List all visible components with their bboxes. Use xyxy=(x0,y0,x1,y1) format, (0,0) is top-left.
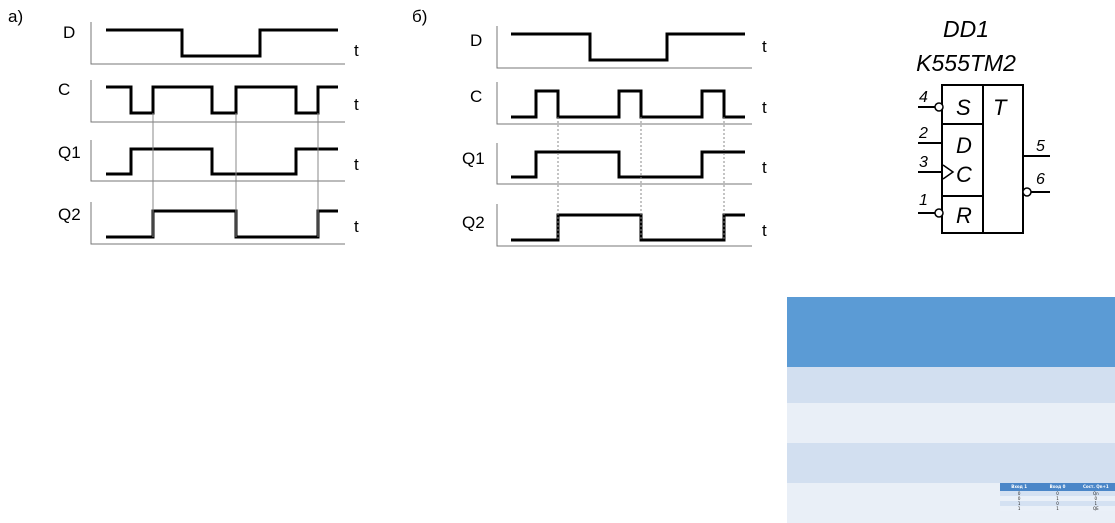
pin-6-number: 6 xyxy=(1036,171,1045,188)
panel-b-d-axis xyxy=(496,26,752,69)
pin-3-number: 3 xyxy=(919,154,928,171)
panel-b-c-waveform xyxy=(511,89,745,119)
pin-1-inversion-bubble xyxy=(934,208,944,218)
pin-4-number: 4 xyxy=(919,89,928,106)
panel-b-d-waveform xyxy=(511,32,745,62)
table-row: 1 0 1 xyxy=(1000,501,1115,506)
pin-4-inversion-bubble xyxy=(934,102,944,112)
table-cell: Qn xyxy=(1076,491,1115,496)
mini-truth-table: Вход 1 Вход 0 Сост. Qn+1 0 0 Qn 0 1 0 1 … xyxy=(1000,483,1115,511)
mini-table-header: Вход 1 xyxy=(1000,483,1039,491)
mini-table-header: Вход 0 xyxy=(1038,483,1077,491)
panel-a-q1-label: Q1 xyxy=(58,143,81,162)
panel-a-q2-waveform xyxy=(106,209,338,239)
table-cell: 1 xyxy=(1038,506,1077,511)
panel-b-q1-axis xyxy=(496,143,752,185)
chip-input-c-name: C xyxy=(956,162,972,187)
pin-1-number: 1 xyxy=(919,192,928,209)
table-row: 0 0 Qn xyxy=(1000,491,1115,496)
table-cell: 0 xyxy=(1000,496,1039,501)
panel-a-d-waveform xyxy=(106,28,338,58)
panel-b-q2-waveform xyxy=(511,213,745,242)
panel-b-q1-label: Q1 xyxy=(462,149,485,168)
truth-table-header-band xyxy=(787,297,1115,367)
panel-b-c-t-label: t xyxy=(762,98,767,117)
panel-b-d-label: D xyxy=(470,31,482,50)
chip-type-label: T xyxy=(993,95,1008,120)
panel-a-label: а) xyxy=(8,7,23,26)
panel-a-c-axis xyxy=(90,80,345,123)
table-cell: 0 xyxy=(1038,501,1077,506)
table-row: 0 1 0 xyxy=(1000,496,1115,501)
panel-a-d-axis xyxy=(90,22,345,65)
pin-5-number: 5 xyxy=(1036,138,1045,155)
table-cell: 0 xyxy=(1076,496,1115,501)
panel-a: а) D C Q1 Q2 t t t t xyxy=(8,7,359,245)
panel-b: б) D C Q1 Q2 t t t t xyxy=(412,7,767,247)
panel-b-q2-axis xyxy=(496,204,752,247)
panel-a-d-label: D xyxy=(63,23,75,42)
panel-b-c-axis xyxy=(496,82,752,125)
panel-b-q2-label: Q2 xyxy=(462,213,485,232)
panel-a-d-t-label: t xyxy=(354,41,359,60)
chip-part-number: K555TM2 xyxy=(916,50,1016,76)
panel-a-q2-t-label: t xyxy=(354,217,359,236)
table-cell: 1 xyxy=(1076,501,1115,506)
chip-input-r-name: R xyxy=(956,203,972,228)
mini-table-header: Сост. Qn+1 xyxy=(1076,483,1115,491)
panel-a-q1-waveform xyxy=(106,147,338,176)
panel-a-c-waveform xyxy=(106,85,338,115)
truth-table-row-band xyxy=(787,443,1115,483)
clock-triangle-icon xyxy=(942,164,955,180)
table-cell: 0 xyxy=(1000,491,1039,496)
panel-b-label: б) xyxy=(412,7,427,26)
pin-6-inversion-bubble xyxy=(1022,187,1032,197)
table-row: 1 1 QЕ xyxy=(1000,506,1115,511)
panel-a-c-t-label: t xyxy=(354,95,359,114)
panel-b-q1-waveform xyxy=(511,150,745,179)
panel-a-q2-axis xyxy=(90,202,345,245)
chip-symbol: DD1 K555TM2 S D C R T 4 2 3 1 5 6 xyxy=(916,16,1050,234)
truth-table-background xyxy=(787,297,1115,523)
panel-b-q1-t-label: t xyxy=(762,158,767,177)
chip-designator: DD1 xyxy=(943,16,989,42)
panel-a-c-label: C xyxy=(58,80,70,99)
table-cell: 1 xyxy=(1000,506,1039,511)
panel-b-c-label: C xyxy=(470,87,482,106)
panel-a-q1-axis xyxy=(90,140,345,182)
pin-2-number: 2 xyxy=(918,125,928,142)
table-cell: QЕ xyxy=(1076,506,1115,511)
panel-a-q2-label: Q2 xyxy=(58,205,81,224)
chip-input-d-name: D xyxy=(956,133,972,158)
panel-b-q2-t-label: t xyxy=(762,221,767,240)
table-cell: 1 xyxy=(1038,496,1077,501)
chip-input-s-name: S xyxy=(956,95,971,120)
truth-table-row-band xyxy=(787,403,1115,443)
table-cell: 1 xyxy=(1000,501,1039,506)
table-cell: 0 xyxy=(1038,491,1077,496)
panel-b-d-t-label: t xyxy=(762,37,767,56)
truth-table-row-band xyxy=(787,367,1115,403)
panel-a-q1-t-label: t xyxy=(354,155,359,174)
